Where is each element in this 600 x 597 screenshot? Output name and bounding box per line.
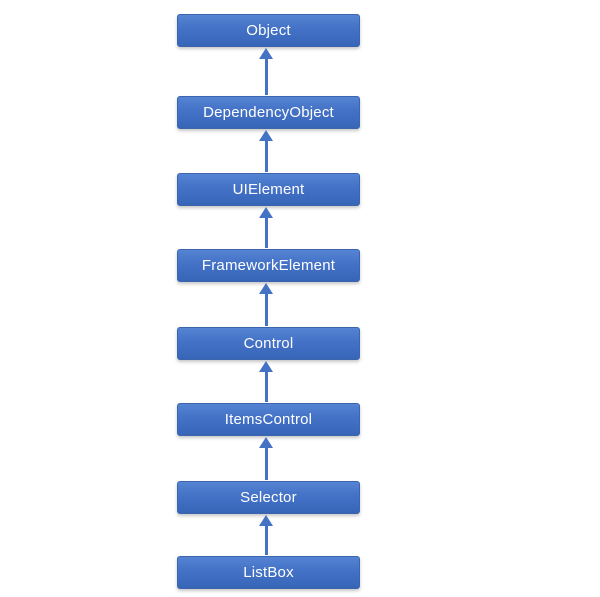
node-frameworkelement: FrameworkElement bbox=[177, 249, 360, 282]
arrow-dependencyobject-to-object bbox=[259, 48, 273, 95]
arrow-frameworkelement-to-uielement bbox=[259, 207, 273, 248]
node-control: Control bbox=[177, 327, 360, 360]
node-uielement: UIElement bbox=[177, 173, 360, 206]
node-object: Object bbox=[177, 14, 360, 47]
arrow-listbox-to-selector bbox=[259, 515, 273, 555]
node-listbox: ListBox bbox=[177, 556, 360, 589]
arrow-up-icon bbox=[259, 48, 273, 59]
arrow-selector-to-itemscontrol bbox=[259, 437, 273, 480]
arrow-itemscontrol-to-control bbox=[259, 361, 273, 402]
arrow-up-icon bbox=[259, 207, 273, 218]
arrow-shaft bbox=[264, 59, 268, 95]
node-itemscontrol: ItemsControl bbox=[177, 403, 360, 436]
arrow-shaft bbox=[264, 218, 268, 248]
arrow-up-icon bbox=[259, 130, 273, 141]
arrow-shaft bbox=[264, 448, 268, 480]
arrow-up-icon bbox=[259, 437, 273, 448]
arrow-shaft bbox=[264, 294, 268, 326]
arrow-up-icon bbox=[259, 283, 273, 294]
node-selector: Selector bbox=[177, 481, 360, 514]
arrow-shaft bbox=[264, 372, 268, 402]
arrow-shaft bbox=[264, 526, 268, 555]
arrow-uielement-to-dependencyobject bbox=[259, 130, 273, 172]
arrow-up-icon bbox=[259, 361, 273, 372]
arrow-control-to-frameworkelement bbox=[259, 283, 273, 326]
arrow-shaft bbox=[264, 141, 268, 172]
arrow-up-icon bbox=[259, 515, 273, 526]
node-dependencyobject: DependencyObject bbox=[177, 96, 360, 129]
